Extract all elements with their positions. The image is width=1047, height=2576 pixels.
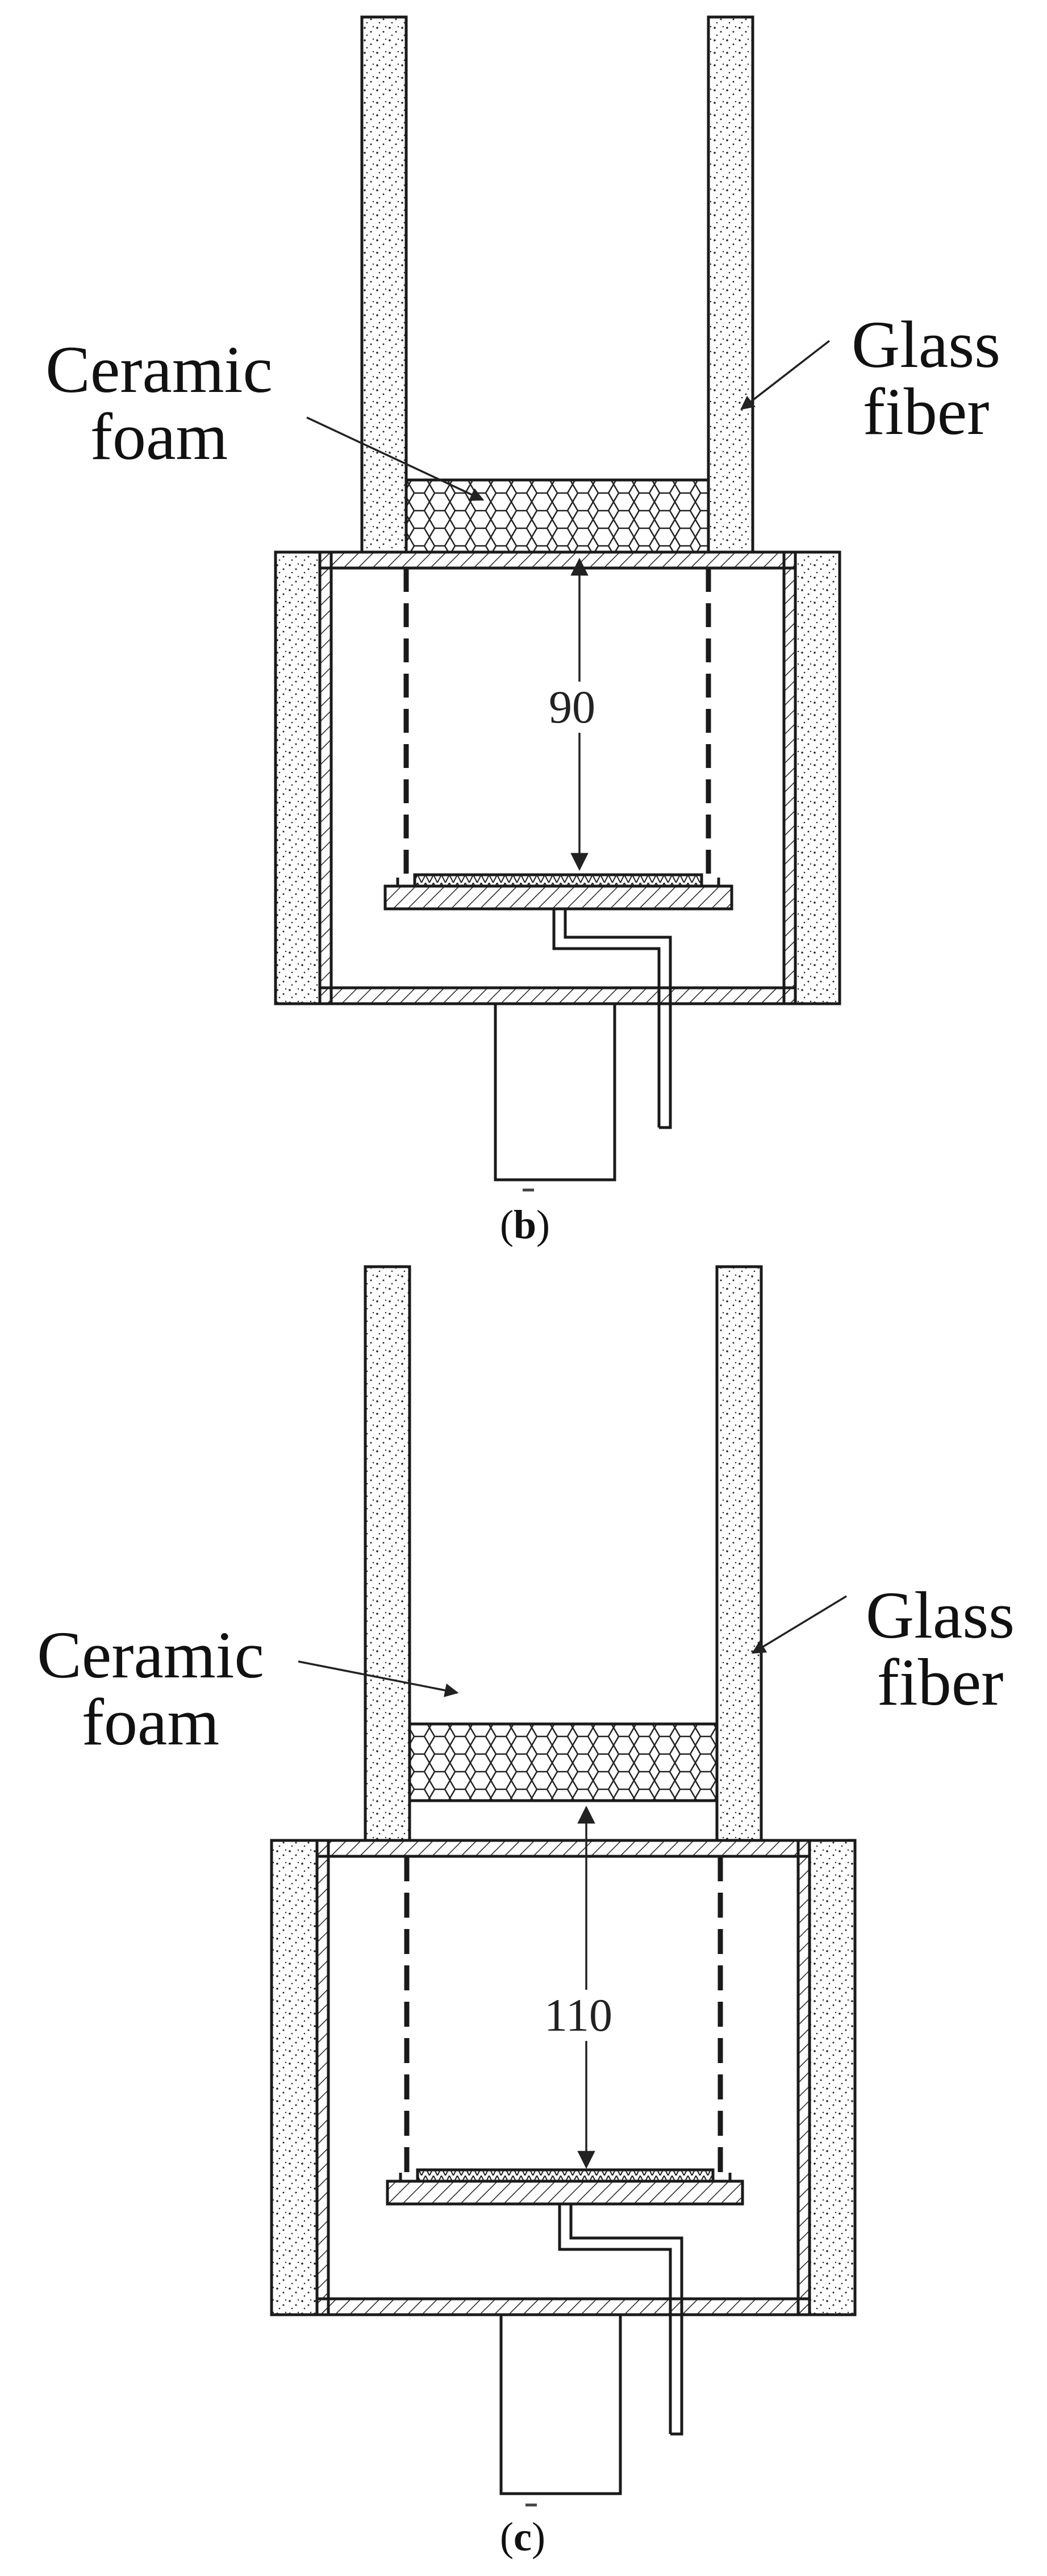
- ceramic-leader-c: [298, 1660, 459, 1697]
- ceramic-foam-c: [408, 1722, 719, 1802]
- ceramic-leader-b: [306, 416, 485, 501]
- apparatus-diagram-c: [270, 1265, 857, 2507]
- apparatus-diagram-b: [274, 15, 841, 1192]
- thermocouple-b: [552, 909, 672, 1129]
- outer-chamber-c: [270, 1839, 857, 2316]
- fiber-word: fiber: [862, 374, 990, 449]
- ceramic-word: Ceramic: [45, 332, 273, 407]
- glass-word: Glass: [865, 1578, 1015, 1652]
- glass-leader-c: [751, 1595, 847, 1654]
- glass-fiber-label-b: Glass fiber: [835, 311, 1017, 445]
- ceramic-foam-label-c: Ceramic foam: [9, 1622, 293, 1756]
- glass-word: Glass: [851, 307, 1001, 382]
- dimension-value-c: 110: [541, 1990, 616, 2041]
- glass-fiber-label-c: Glass fiber: [846, 1582, 1034, 1716]
- ceramic-foam-b: [404, 478, 710, 554]
- panel-letter-c: c: [513, 2514, 532, 2560]
- dimension-value-b: 90: [545, 682, 599, 733]
- figure-b: Ceramic foam Glass fiber 90 (b): [0, 0, 1047, 1261]
- figure-c: Ceramic foam Glass fiber 110 (c): [0, 1261, 1047, 2576]
- outer-chamber-b: [274, 550, 841, 1005]
- ceramic-word: Ceramic: [37, 1618, 264, 1692]
- panel-label-b: (b): [500, 1202, 550, 1247]
- foam-word: foam: [81, 1685, 220, 1759]
- upper-insulation-b: [360, 15, 754, 554]
- panel-label-c: (c): [500, 2514, 545, 2560]
- inner-tube-c: [404, 1856, 723, 2173]
- thermocouple-c: [558, 2204, 683, 2436]
- bottom-pipe-c: [499, 2313, 622, 2495]
- sample-holder-c: [386, 2168, 744, 2206]
- inner-tube-b: [403, 568, 711, 878]
- glass-leader-b: [740, 340, 831, 410]
- panel-letter-b: b: [513, 1202, 537, 1247]
- foam-word: foam: [90, 399, 228, 474]
- ceramic-foam-label-b: Ceramic foam: [23, 336, 295, 470]
- bottom-pipe-b: [494, 1002, 616, 1181]
- fiber-word: fiber: [877, 1645, 1004, 1719]
- sample-holder-b: [383, 873, 733, 911]
- upper-insulation-c: [364, 1265, 763, 1842]
